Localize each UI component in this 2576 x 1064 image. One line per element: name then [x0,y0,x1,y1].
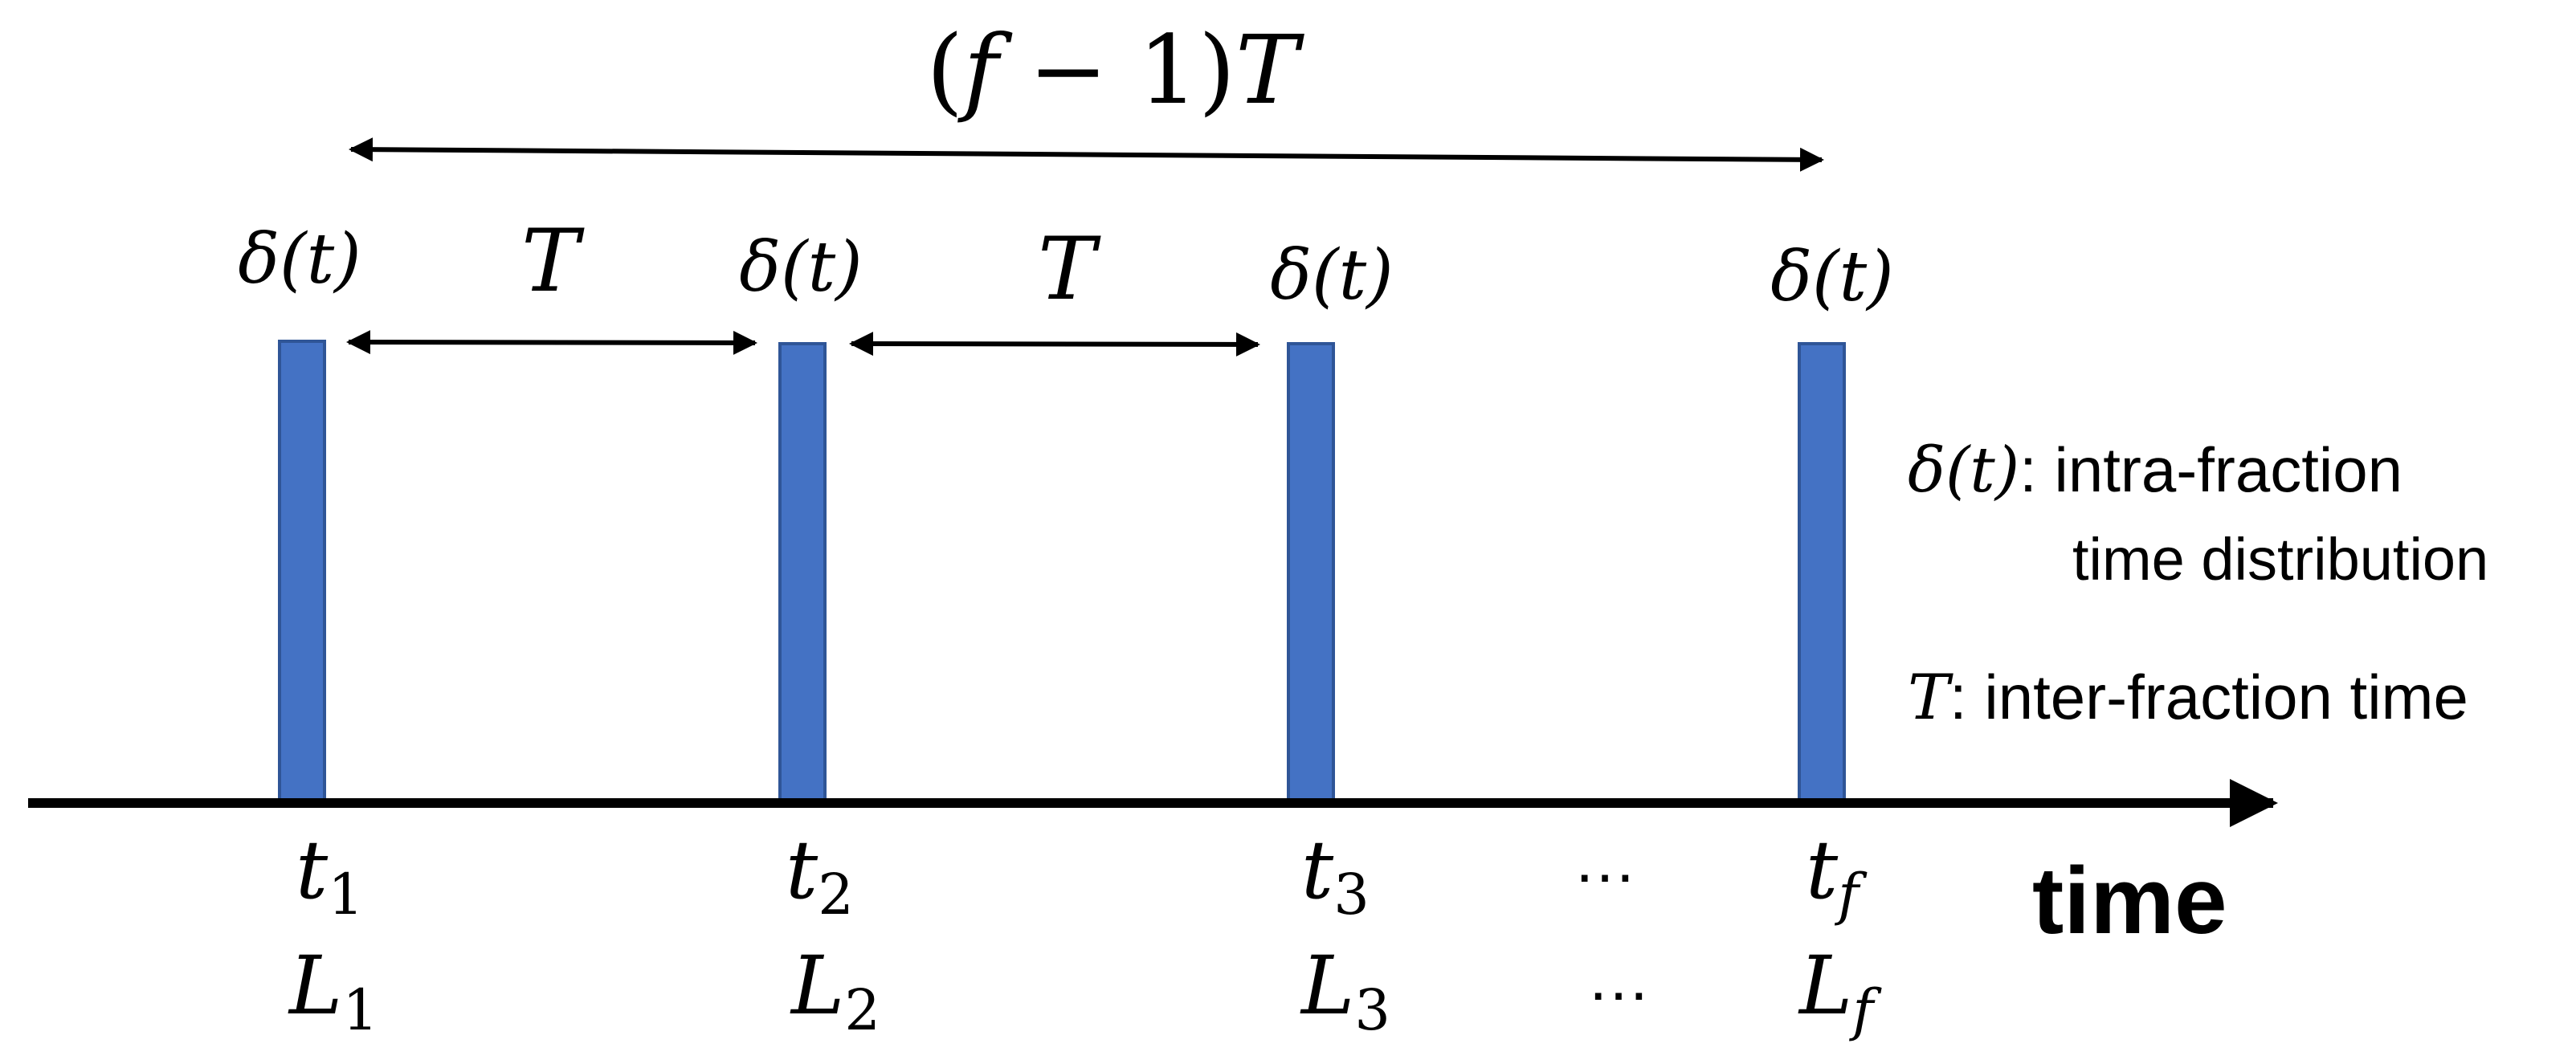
interval-label-1: T [521,211,585,312]
legend-delta-entry: δ(t): intra-fraction [1908,434,2402,507]
fraction-bar-1 [278,340,326,805]
L-label-f: Lf [1798,939,1882,1043]
legend-delta-entry-line2: time distribution [2072,526,2488,593]
t-label-1: t1 [296,823,364,927]
t-label-3: t3 [1301,823,1370,927]
L-ellipsis: … [1586,942,1651,1013]
L-label-1: L1 [288,939,378,1043]
time-axis-label: time [2032,848,2227,954]
delta-label-1: δ(t) [238,219,361,300]
L-label-2: L2 [790,939,880,1043]
L-label-3: L3 [1300,939,1390,1043]
delta-label-4: δ(t) [1770,237,1893,317]
legend-T-entry: T: inter-fraction time [1908,662,2468,734]
interval-arrow-1 [346,330,757,355]
t-ellipsis: … [1573,824,1637,895]
t-label-2: t2 [786,823,854,927]
span-arrow [349,137,1824,172]
interval-label-2: T [1038,219,1101,320]
t-label-f: tf [1806,823,1868,927]
fraction-bar-2 [778,342,827,805]
fraction-bar-4 [1798,342,1846,805]
legend: δ(t): intra-fraction time distribution T… [1908,434,2488,734]
delta-label-2: δ(t) [739,227,862,308]
fraction-bar-3 [1287,342,1335,805]
delta-label-3: δ(t) [1270,235,1393,316]
span-label: (f − 1)T [926,14,1304,125]
